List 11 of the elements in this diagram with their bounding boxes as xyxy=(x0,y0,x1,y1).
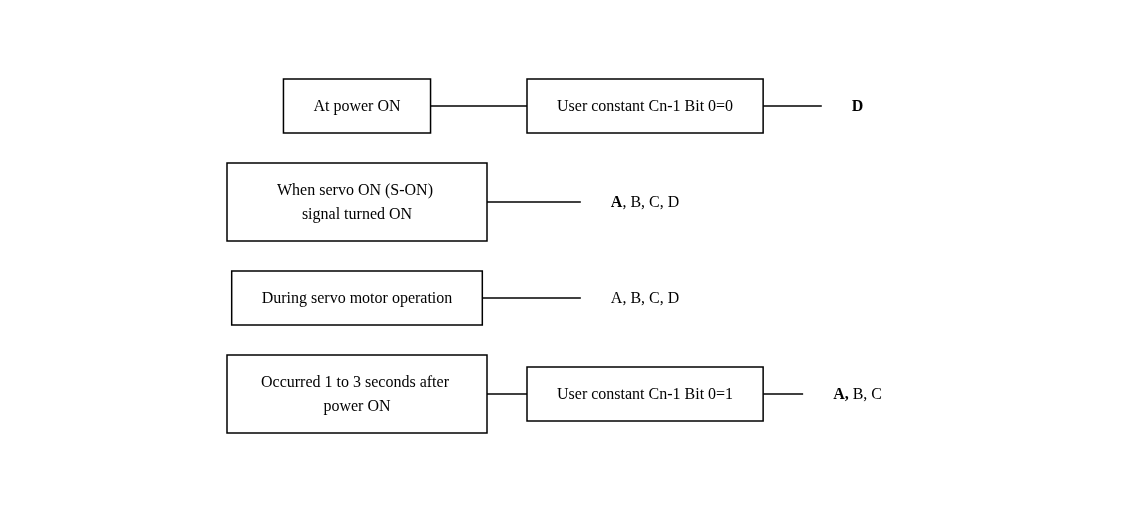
node-text: A, B, C xyxy=(833,384,883,402)
node-text: D xyxy=(852,96,864,114)
node-text: A, B, C, D xyxy=(611,288,680,306)
node-box: At power ON xyxy=(283,77,432,134)
node-box: User constant Cn-1 Bit 0=1 xyxy=(526,365,765,422)
node-text: A, B, C, D xyxy=(611,192,680,210)
node-box: Occurred 1 to 3 seconds after power ON xyxy=(226,353,489,434)
node-box: When servo ON (S-ON) signal turned ON xyxy=(226,161,489,242)
connector xyxy=(482,296,583,299)
node-box: User constant Cn-1 Bit 0=0 xyxy=(526,77,765,134)
node-box: During servo motor operation xyxy=(231,269,484,326)
